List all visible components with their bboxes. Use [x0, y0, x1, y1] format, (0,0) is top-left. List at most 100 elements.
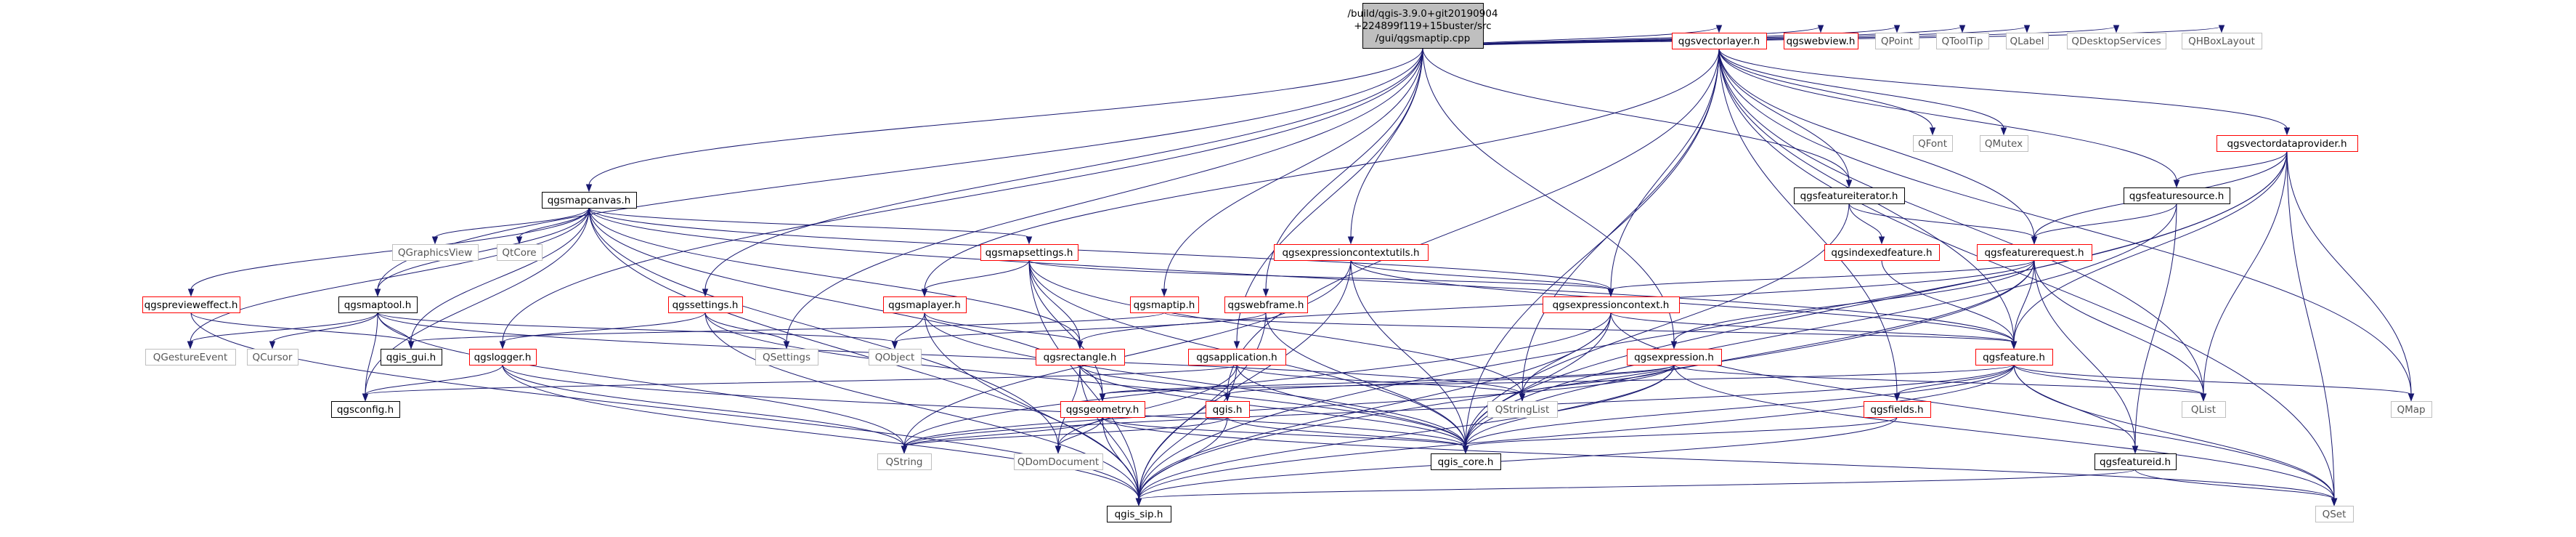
- node-qgsfeature[interactable]: qgsfeature.h: [1975, 349, 2053, 366]
- node-qgsfeatureiterator[interactable]: qgsfeatureiterator.h: [1794, 187, 1905, 204]
- edge-line: [1465, 364, 2015, 448]
- edge-line: [190, 207, 590, 291]
- edge-line: [1138, 150, 2288, 500]
- node-QString[interactable]: QString: [877, 453, 932, 470]
- edge-qgssettings-to-qgslogger: [499, 312, 706, 350]
- node-QMap[interactable]: QMap: [2391, 401, 2432, 418]
- node-box: [2067, 33, 2166, 49]
- edge-line: [1718, 48, 2177, 182]
- node-qgsexpressioncontextutils[interactable]: qgsexpressioncontextutils.h: [1274, 244, 1429, 261]
- node-box: [1975, 349, 2053, 366]
- node-QMutex[interactable]: QMutex: [1980, 135, 2028, 152]
- node-QSettings[interactable]: QSettings: [755, 349, 818, 366]
- node-qgsvectordataprovider[interactable]: qgsvectordataprovider.h: [2217, 135, 2358, 152]
- node-qgsvectorlayer[interactable]: qgsvectorlayer.h: [1672, 33, 1767, 49]
- node-QObject[interactable]: QObject: [869, 349, 922, 366]
- edge-qgsfeatureid-to-qgis_sip: [1135, 469, 2136, 506]
- node-qgsmapcanvas[interactable]: qgsmapcanvas.h: [542, 192, 637, 209]
- edge-arrowhead: [374, 288, 381, 297]
- edge-arrowhead: [891, 341, 898, 350]
- edge-line: [588, 207, 2015, 343]
- node-qgis_gui[interactable]: qgis_gui.h: [381, 349, 442, 366]
- node-label: qgsvectorlayer.h: [1678, 36, 1760, 47]
- node-qgslogger[interactable]: qgslogger.h: [469, 349, 537, 366]
- node-QGraphicsView[interactable]: QGraphicsView: [392, 244, 479, 261]
- node-label: qgsmapcanvas.h: [548, 195, 631, 206]
- node-QHBoxLayout[interactable]: QHBoxLayout: [2182, 33, 2262, 49]
- edge-line: [1718, 48, 2004, 129]
- node-label: qgsvectordataprovider.h: [2227, 138, 2347, 150]
- node-QDesktopServices[interactable]: QDesktopServices: [2067, 33, 2166, 49]
- node-label: qgsfeaturesource.h: [2129, 190, 2224, 202]
- node-label: qgspreviewеffect.h: [145, 299, 238, 311]
- node-box: [1014, 453, 1103, 470]
- node-qgsfields[interactable]: qgsfields.h: [1864, 401, 1931, 418]
- node-qgsrectangle[interactable]: qgsrectangle.h: [1036, 349, 1125, 366]
- edge-qgsmaptool-to-QString: [377, 312, 908, 454]
- edge-line: [704, 312, 1466, 448]
- node-QDomDocument[interactable]: QDomDocument: [1014, 453, 1103, 470]
- node-QtCore[interactable]: QtCore: [497, 244, 543, 261]
- edge-qgsfeaturesource-to-qgsfeatureid: [2132, 203, 2177, 454]
- node-qgsgeometry[interactable]: qgsgeometry.h: [1060, 401, 1145, 418]
- node-box: [2094, 453, 2177, 470]
- edge-qgswebframe-to-QObject: [891, 312, 1267, 350]
- node-QStringList[interactable]: QStringList: [1487, 401, 1558, 418]
- edge-line: [704, 312, 787, 343]
- node-qgsexpressioncontext[interactable]: qgsexpressioncontext.h: [1543, 296, 1680, 313]
- node-box: [1672, 33, 1767, 49]
- node-QCursor[interactable]: QCursor: [247, 349, 298, 366]
- node-qgswebview[interactable]: qgswebview.h: [1784, 33, 1858, 49]
- node-qgsfeaturerequest[interactable]: qgsfeaturerequest.h: [1977, 244, 2092, 261]
- node-qgssettings[interactable]: qgssettings.h: [668, 296, 743, 313]
- node-QToolTip[interactable]: QToolTip: [1936, 33, 1989, 49]
- edge-line: [1028, 259, 1081, 343]
- edge-arrowhead: [2031, 236, 2038, 245]
- edge-qgsvectordataprovider-to-QSet: [2286, 150, 2338, 506]
- node-qgsapplication[interactable]: qgsapplication.h: [1188, 349, 1286, 366]
- edge-line: [2203, 150, 2288, 395]
- node-QPoint[interactable]: QPoint: [1875, 33, 1919, 49]
- node-label: QMutex: [1985, 138, 2023, 150]
- node-qgsexpression[interactable]: qgsexpression.h: [1627, 349, 1722, 366]
- node-qgis[interactable]: qgis.h: [1206, 401, 1250, 418]
- node-label: QGraphicsView: [398, 247, 472, 259]
- node-qgsconfig[interactable]: qgsconfig.h: [331, 401, 400, 418]
- node-qgsindexedfeature[interactable]: qgsindexedfeature.h: [1824, 244, 1940, 261]
- edge-line: [272, 312, 378, 343]
- node-qgis_core[interactable]: qgis_core.h: [1431, 453, 1501, 470]
- edge-qgsfeature-to-qgsfields: [1893, 364, 2015, 402]
- node-label: qgswebframe.h: [1228, 299, 1304, 311]
- node-qgsmapsettings[interactable]: qgsmapsettings.h: [980, 244, 1078, 261]
- edge-qgsmaptool-to-qgsconfig: [362, 312, 378, 402]
- edge-arrowhead: [1878, 236, 1885, 245]
- edge-qgsvectordataprovider-to-qgsfeaturesource: [2173, 150, 2288, 188]
- node-qgsmaptool[interactable]: qgsmaptool.h: [338, 296, 418, 313]
- edge-qgsvectorlayer-to-qgsfields: [1718, 48, 1901, 402]
- node-QGestureEvent[interactable]: QGestureEvent: [145, 349, 236, 366]
- node-QFont[interactable]: QFont: [1913, 135, 1953, 152]
- node-box: [1487, 401, 1558, 418]
- node-QLabel[interactable]: QLabel: [2006, 33, 2049, 49]
- node-root[interactable]: /build/qgis-3.9.0+git20190904+224899f119…: [1347, 3, 1498, 49]
- edge-line: [1138, 259, 2035, 500]
- edge-line: [1465, 203, 2177, 448]
- edge-line: [894, 312, 925, 343]
- node-qgsfeaturesource[interactable]: qgsfeaturesource.h: [2124, 187, 2230, 204]
- node-QList[interactable]: QList: [2182, 401, 2226, 418]
- node-qgsmaptip[interactable]: qgsmaptip.h: [1130, 296, 1199, 313]
- node-qgsfeatureid[interactable]: qgsfeatureid.h: [2094, 453, 2177, 470]
- node-label: QDomDocument: [1017, 456, 1099, 468]
- edge-line: [377, 312, 895, 343]
- node-qgspreviewefect[interactable]: qgspreviewеffect.h: [142, 296, 240, 313]
- node-qgis_sip[interactable]: qgis_sip.h: [1107, 506, 1171, 522]
- edge-qgsexpressioncontextutils-to-qgsexpressioncontext: [1350, 259, 1614, 297]
- node-qgswebframe[interactable]: qgswebframe.h: [1224, 296, 1308, 313]
- edge-line: [2134, 203, 2177, 448]
- node-qgsmaplayer[interactable]: qgsmaplayer.h: [883, 296, 967, 313]
- node-label: /build/qgis-3.9.0+git20190904: [1347, 8, 1498, 20]
- node-box: [2391, 401, 2432, 418]
- edge-line: [2013, 364, 2204, 395]
- node-QSet[interactable]: QSet: [2315, 506, 2354, 522]
- edge-line: [1079, 364, 1466, 448]
